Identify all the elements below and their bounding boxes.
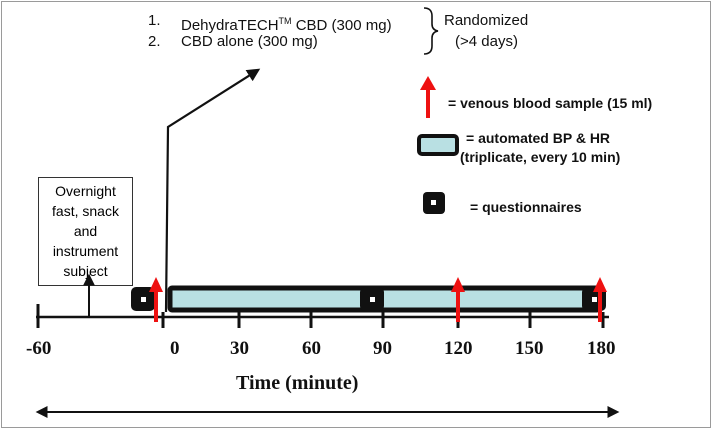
bp-hr-monitoring-bar xyxy=(167,285,602,313)
tick-label: 30 xyxy=(230,338,249,359)
blood-sample-arrow xyxy=(593,277,607,322)
tick-label: 180 xyxy=(587,338,616,359)
legend-bp-bar-icon xyxy=(417,134,459,156)
axis-title: Time (minute) xyxy=(236,372,359,394)
legend-questionnaire-icon xyxy=(423,192,445,214)
prep-note-line: Overnight xyxy=(55,183,116,199)
randomized-brace xyxy=(423,7,439,55)
arm1-number: 1. xyxy=(148,12,161,29)
legend-bp-hr-line1: = automated BP & HR xyxy=(466,130,611,146)
randomized-label: Randomized xyxy=(444,12,529,29)
legend-blood-sample: = venous blood sample (15 ml) xyxy=(448,95,653,111)
tick-label: 90 xyxy=(373,338,392,359)
blood-sample-arrow xyxy=(451,277,465,322)
legend-red-arrow-icon xyxy=(420,76,436,118)
arm2-label: CBD alone (300 mg) xyxy=(181,33,318,50)
questionnaire-marker xyxy=(131,287,155,311)
prep-note-box: Overnight fast, snack and instrument sub… xyxy=(38,177,133,286)
prep-note-line: and xyxy=(73,223,98,239)
tick-label: 150 xyxy=(515,338,544,359)
tick-label: 0 xyxy=(170,338,180,359)
tick-label: 120 xyxy=(444,338,473,359)
arm1-dose: CBD (300 mg) xyxy=(291,17,392,34)
arm1-label: DehydraTECHTM CBD (300 mg) xyxy=(181,11,392,36)
prep-note-line: instrument xyxy=(52,243,119,259)
blood-sample-arrow xyxy=(149,277,163,322)
arm2-number: 2. xyxy=(148,33,161,50)
prep-note-line: subject xyxy=(63,263,108,279)
randomization-arrow xyxy=(164,68,261,313)
washout-label: (>4 days) xyxy=(455,33,518,50)
prep-note-line: fast, snack xyxy=(52,203,119,219)
trademark: TM xyxy=(278,16,292,26)
arm1-name: DehydraTECH xyxy=(181,17,279,34)
legend-questionnaires: = questionnaires xyxy=(470,199,582,215)
tick-label: -60 xyxy=(26,338,52,359)
questionnaire-marker xyxy=(360,287,384,311)
tick-label: 60 xyxy=(302,338,321,359)
legend-bp-hr-line2: (triplicate, every 10 min) xyxy=(460,149,621,165)
